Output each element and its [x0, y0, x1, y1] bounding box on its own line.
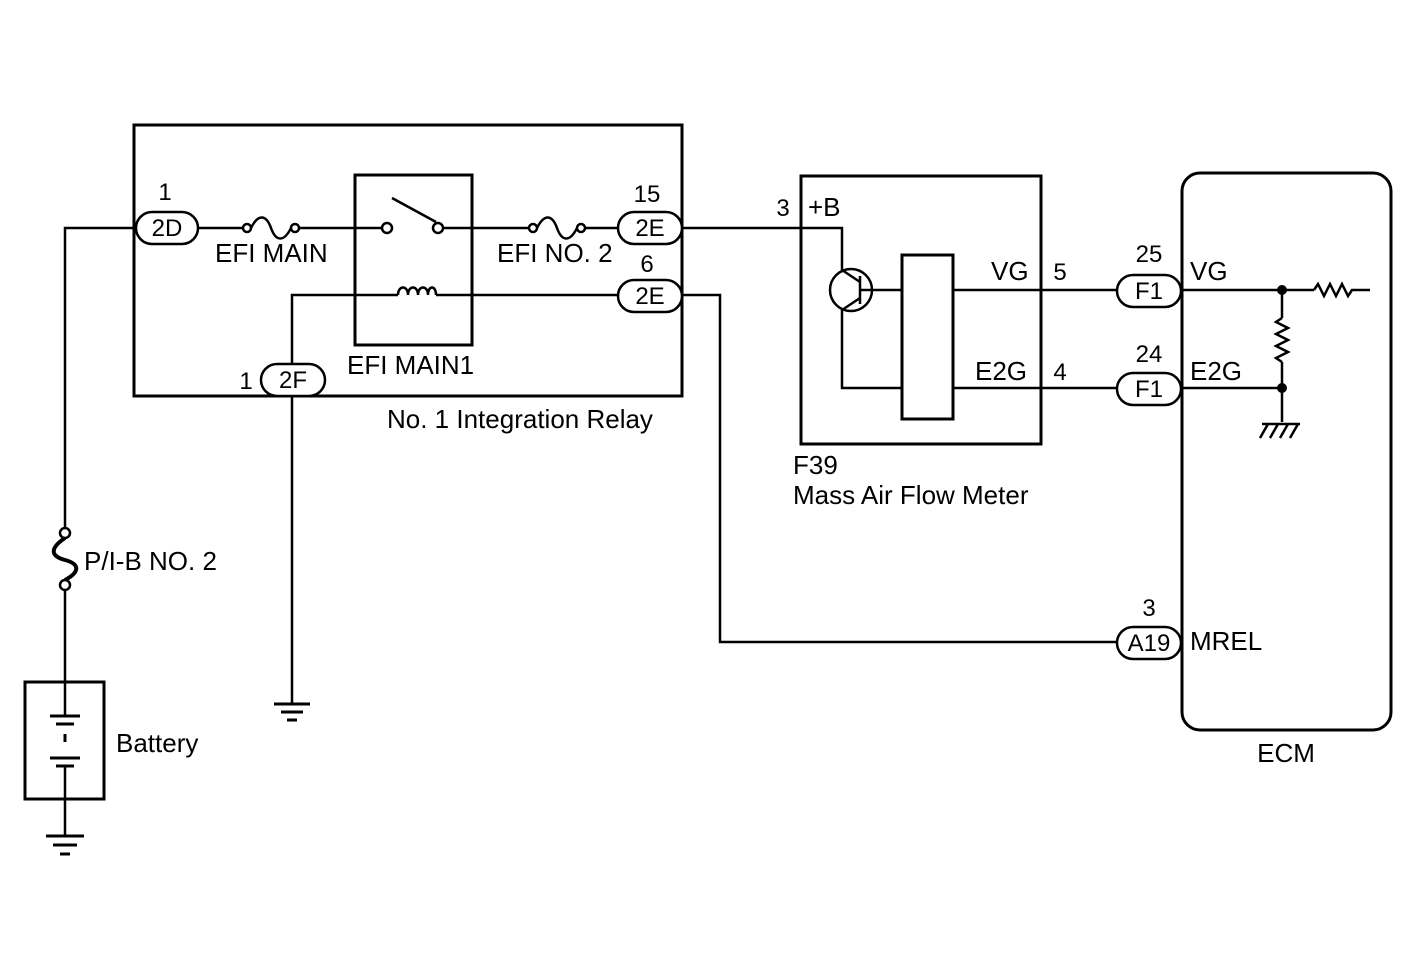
ecm-junction-bottom	[1277, 383, 1287, 393]
wire-2e-maf-plusb	[680, 226, 844, 270]
efi-no2-label: EFI NO. 2	[497, 238, 613, 268]
maf-e2g-label: E2G	[975, 356, 1027, 386]
ecm-box	[1180, 171, 1393, 732]
wire-coil-left	[290, 293, 398, 365]
battery-icon	[50, 684, 80, 836]
efi-main1-relay-box	[353, 173, 474, 347]
relay-ground-icon	[274, 702, 310, 722]
ecm-label: ECM	[1257, 738, 1315, 768]
relay-switch-icon	[380, 196, 445, 235]
pib-fuse-label: P/I-B NO. 2	[84, 546, 217, 576]
relay-name-label: No. 1 Integration Relay	[387, 404, 653, 434]
connector-2e-15-pin: 15	[634, 181, 661, 208]
efi-main-fuse-icon	[241, 216, 301, 240]
connector-f1-24-pin: 24	[1136, 341, 1163, 368]
connector-2d: 2D	[134, 210, 200, 246]
connector-f1-25-pin: 25	[1136, 241, 1163, 268]
battery-ground-icon	[46, 834, 84, 856]
relay-coil-icon	[396, 286, 438, 296]
wire-battery-feed	[63, 226, 138, 530]
connector-2e-15: 2E	[616, 210, 684, 246]
maf-sensing-element	[900, 253, 955, 421]
connector-2e-15-code: 2E	[635, 215, 664, 242]
maf-name-label: Mass Air Flow Meter	[793, 480, 1029, 510]
connector-2d-code: 2D	[152, 215, 183, 242]
integration-relay-box	[132, 123, 684, 398]
connector-a19-pin: 3	[1142, 595, 1155, 622]
battery-label: Battery	[116, 728, 198, 758]
connector-f1-25-code: F1	[1135, 278, 1163, 305]
connector-a19: A19	[1115, 625, 1183, 661]
ecm-chassis-ground-icon	[1258, 422, 1300, 439]
efi-no2-fuse-icon	[527, 216, 587, 240]
ecm-e2g-label: E2G	[1190, 356, 1242, 386]
maf-plus-b-label: +B	[808, 192, 841, 222]
connector-f1-24-code: F1	[1135, 376, 1163, 403]
wire-2e-mrel	[680, 293, 1118, 644]
ecm-resistor-vertical-icon	[1273, 316, 1291, 364]
maf-code-label: F39	[793, 450, 838, 480]
connector-2d-pin: 1	[158, 179, 171, 206]
maf-meter-box	[799, 174, 1043, 446]
maf-plus-b-pin: 3	[776, 195, 789, 222]
connector-2f: 2F	[259, 362, 327, 398]
pib-no2-fuse-icon	[51, 526, 79, 592]
wires	[63, 226, 1370, 704]
connector-2f-code: 2F	[279, 367, 307, 394]
connector-2e-6-code: 2E	[635, 283, 664, 310]
ecm-vg-label: VG	[1190, 256, 1228, 286]
efi-main1-label: EFI MAIN1	[347, 350, 474, 380]
maf-vg-label: VG	[991, 256, 1029, 286]
ecm-resistor-horizontal-icon	[1312, 281, 1356, 299]
wire-maf-internal	[840, 306, 902, 390]
connector-2e-6-pin: 6	[640, 251, 653, 278]
maf-e2g-pin: 4	[1053, 359, 1066, 386]
connector-a19-code: A19	[1128, 630, 1171, 657]
connector-f1-24: F1	[1115, 371, 1183, 407]
ecm-junction-top	[1277, 285, 1287, 295]
maf-vg-pin: 5	[1053, 259, 1066, 286]
transistor-icon	[828, 267, 874, 313]
connector-f1-25: F1	[1115, 273, 1183, 309]
connector-2e-6: 2E	[616, 278, 684, 314]
ecm-mrel-label: MREL	[1190, 626, 1262, 656]
efi-main-label: EFI MAIN	[215, 238, 328, 268]
connector-2f-pin: 1	[239, 368, 252, 395]
